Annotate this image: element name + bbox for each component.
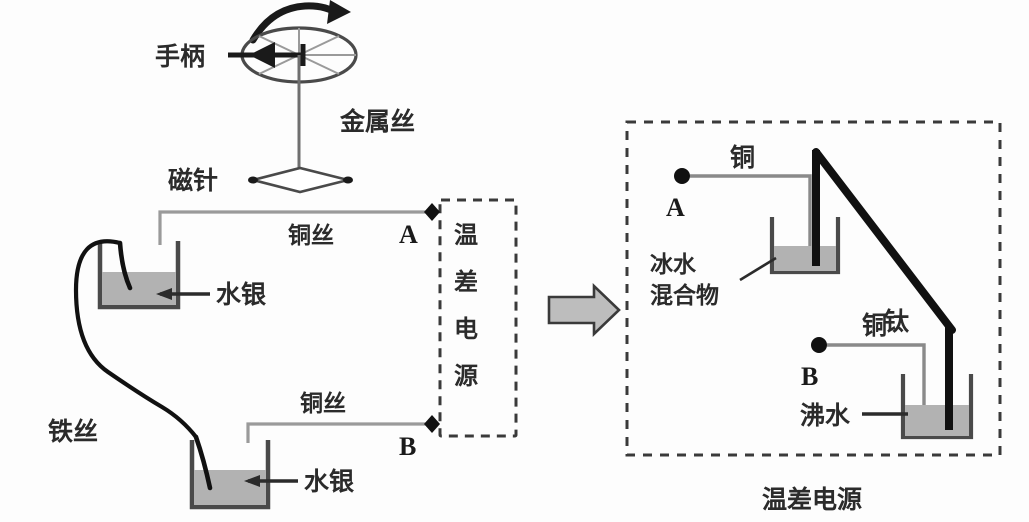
label-copper-wire-top: 铜丝 <box>288 222 334 249</box>
mercury-pointer-bottom <box>244 475 298 487</box>
terminal-a-dot-right <box>674 168 690 184</box>
label-copper-bottom-right: 铜 <box>862 311 887 340</box>
copper-wire-top <box>158 210 432 245</box>
source-box-char-3: 电 <box>454 315 478 343</box>
copper-wire-top-right <box>690 174 812 250</box>
mercury-vessel-bottom <box>189 440 271 510</box>
label-mercury-top: 水银 <box>216 280 267 309</box>
copper-wire-bottom <box>246 422 432 443</box>
label-handle: 手柄 <box>155 42 205 71</box>
source-box-char-4: 源 <box>454 362 478 390</box>
mercury-pointer-top <box>156 288 210 300</box>
label-ice-water-line2: 混合物 <box>650 282 719 309</box>
terminal-b-label-right: B <box>801 362 818 391</box>
ice-water-beaker <box>769 217 841 275</box>
terminal-a-label-right: A <box>666 193 685 222</box>
source-box-right <box>625 120 1002 457</box>
mercury-vessel-top <box>97 241 181 310</box>
iron-wire-end-bottom <box>193 434 213 491</box>
terminal-b-left: B <box>399 415 440 461</box>
magnetic-needle-icon <box>248 166 353 194</box>
boiling-water-beaker <box>900 374 974 440</box>
label-copper-wire-bottom: 铜丝 <box>300 390 346 417</box>
label-mercury-bottom: 水银 <box>304 467 355 496</box>
terminal-b-dot-right <box>811 337 827 353</box>
iron-wire-long <box>73 239 199 440</box>
terminal-b-label-left: B <box>399 432 416 461</box>
titanium-wire-diagonal <box>812 148 956 334</box>
label-copper-top-right: 铜 <box>730 143 755 172</box>
ice-water-pointer <box>739 256 777 282</box>
terminal-a-label-left: A <box>399 220 418 249</box>
handle-pointer-arrow-icon <box>228 42 306 68</box>
label-ice-water-line1: 冰水 <box>650 252 697 278</box>
source-box-left <box>438 198 518 438</box>
equivalence-arrow-icon <box>547 282 621 338</box>
label-iron-wire: 铁丝 <box>48 417 98 446</box>
source-box-char-2: 差 <box>454 268 478 296</box>
source-box-char-1: 温 <box>454 221 478 249</box>
label-boiling-water: 沸水 <box>800 401 851 430</box>
figure-caption: 温差电源 <box>762 485 862 514</box>
label-magnetic-needle: 磁针 <box>168 166 218 195</box>
iron-wire-end-top <box>117 240 133 291</box>
rotation-arrow-icon <box>249 0 351 44</box>
label-metal-wire: 金属丝 <box>339 107 415 136</box>
copper-wire-bottom-right <box>827 343 926 420</box>
label-titanium: 钛 <box>884 307 910 336</box>
terminal-a-left: A <box>399 203 440 249</box>
